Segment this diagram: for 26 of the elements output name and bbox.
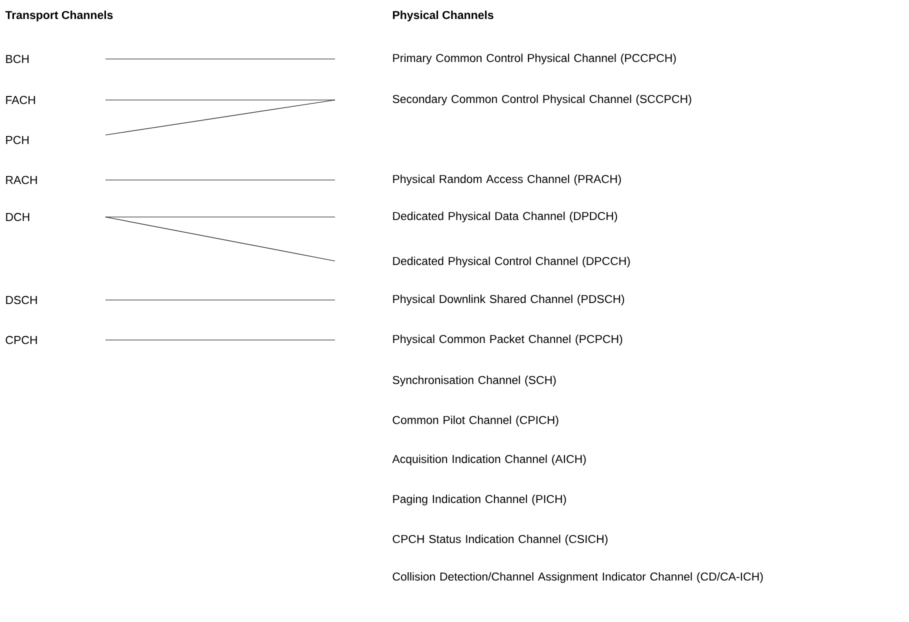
physical-channel-label: Physical Downlink Shared Channel (PDSCH) [393, 294, 624, 306]
physical-channel-label: Secondary Common Control Physical Channel (SCCPCH) [392, 94, 692, 106]
physical-channel-label: CPCH Status Indication Channel (CSICH) [392, 534, 608, 546]
physical-channel-label: Acquisition Indication Channel (AICH) [392, 454, 586, 466]
transport-channel-label: DSCH [6, 296, 37, 304]
physical-channel-label: Collision Detection/Channel Assignment Indicator Channel (CD/CA-ICH) [392, 572, 763, 583]
connector-line [105, 216, 336, 262]
physical-channel-label: Physical Common Packet Channel (PCPCH) [393, 334, 622, 346]
transport-channel-label: FACH [6, 96, 35, 104]
transport-channel-label: PCH [6, 136, 29, 144]
connector-line [105, 100, 336, 136]
transport-channel-label: RACH [6, 176, 37, 184]
physical-channel-label: Primary Common Control Physical Channel (PCCPCH) [393, 54, 676, 64]
physical-channel-label: Common Pilot Channel (CPICH) [392, 416, 558, 426]
transport-channel-label: BCH [6, 54, 29, 64]
column-heading: Physical Channels [392, 10, 494, 22]
column-heading: Transport Channels [5, 10, 113, 22]
connector-line [105, 216, 336, 218]
physical-channel-label: Dedicated Physical Data Channel (DPDCH) [393, 212, 618, 222]
transport-channel-label: DCH [6, 212, 30, 222]
physical-channel-label: Synchronisation Channel (SCH) [392, 376, 556, 386]
transport-channel-label: CPCH [6, 336, 37, 344]
physical-channel-label: Physical Random Access Channel (PRACH) [393, 174, 621, 186]
connector-line [105, 58, 336, 60]
physical-channel-label: Dedicated Physical Control Channel (DPCCH) [393, 256, 630, 268]
physical-channel-label: Paging Indication Channel (PICH) [393, 494, 566, 506]
